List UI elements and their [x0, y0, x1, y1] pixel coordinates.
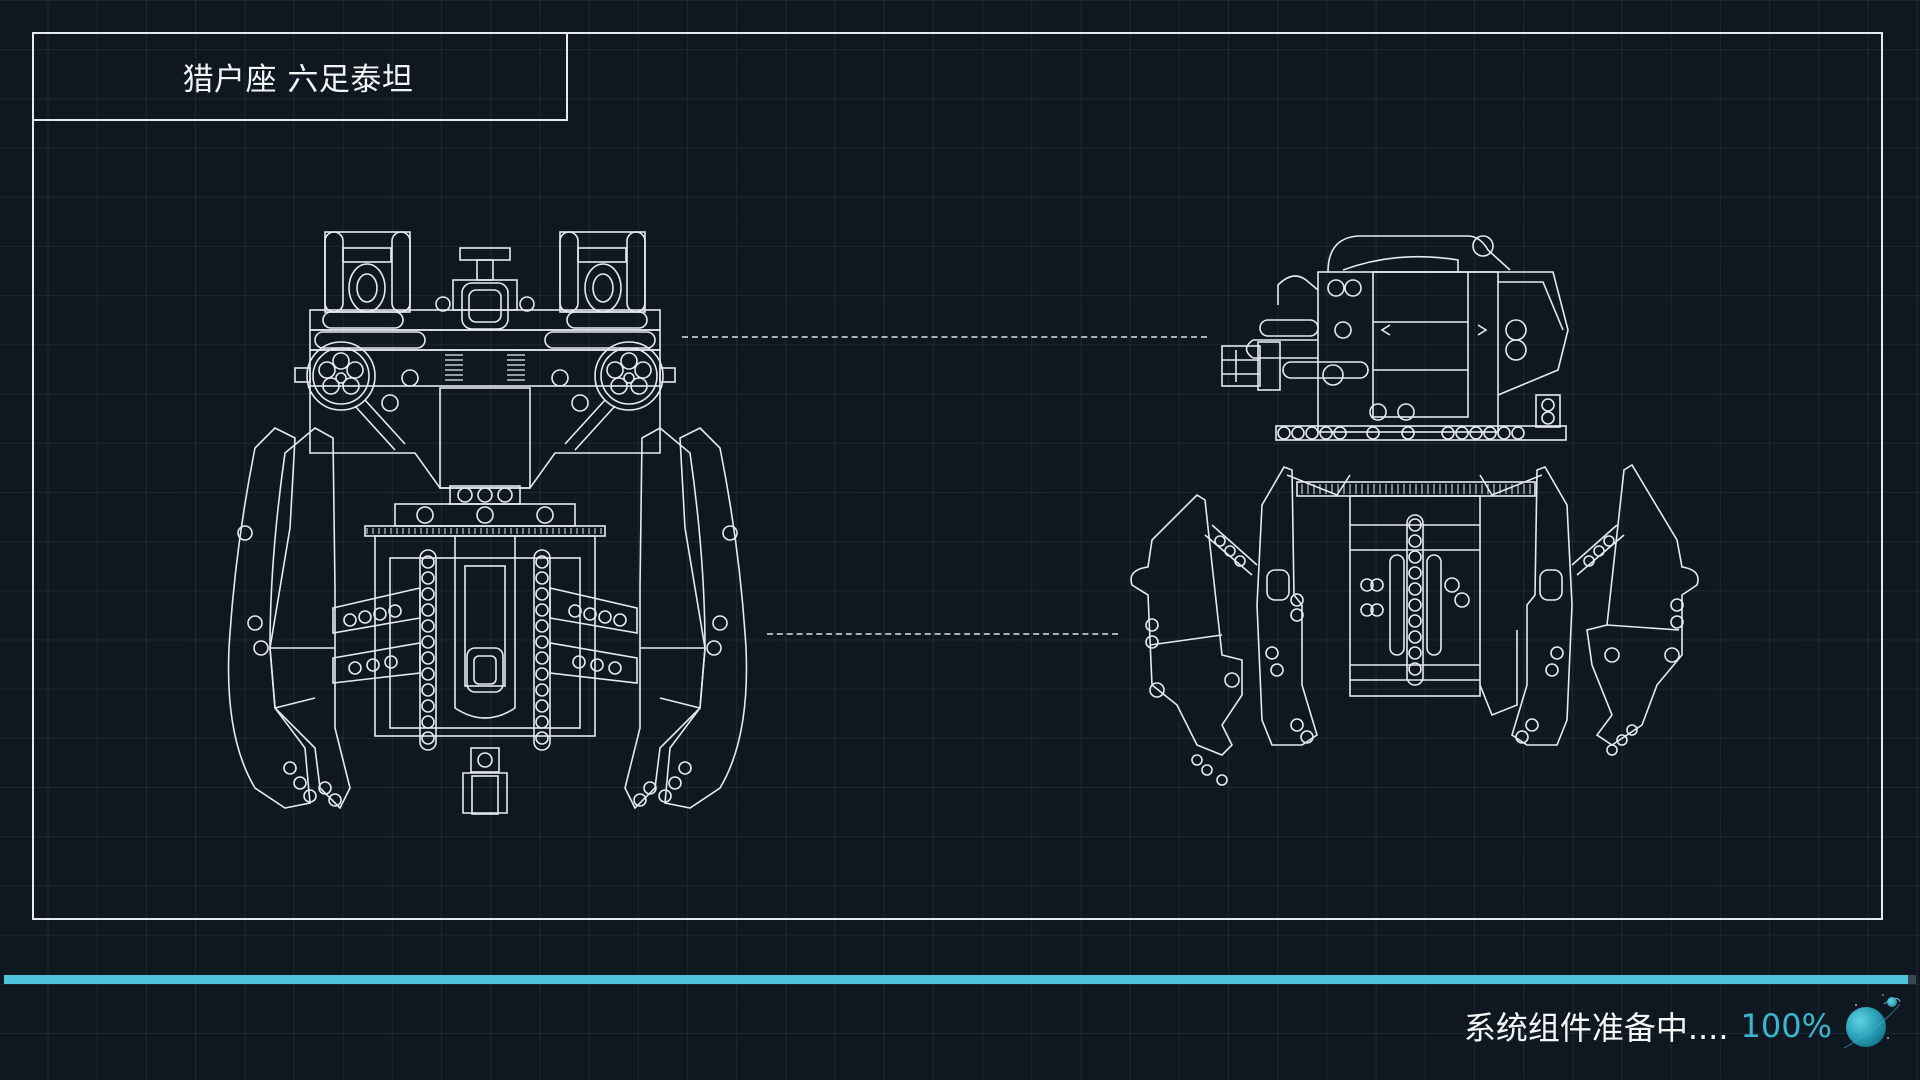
progress-fill: [4, 975, 1909, 984]
status-line: 系统组件准备中.... 100%: [1464, 1003, 1832, 1049]
status-text: 系统组件准备中....: [1463, 1009, 1729, 1047]
connector-line-top: [682, 336, 1207, 338]
front-view-blueprint: [215, 228, 760, 818]
top-view-blueprint: [1218, 230, 1583, 442]
page-title: 猎户座 六足泰坦: [182, 62, 414, 98]
planet-icon: [1838, 990, 1904, 1056]
status-percent: 100%: [1740, 1007, 1832, 1045]
blueprint-frame: [32, 32, 1883, 920]
title-box: 猎户座 六足泰坦: [32, 32, 568, 121]
side-view-blueprint: [1122, 455, 1707, 815]
progress-bar: [4, 975, 1916, 984]
connector-line-bottom: [767, 633, 1118, 635]
